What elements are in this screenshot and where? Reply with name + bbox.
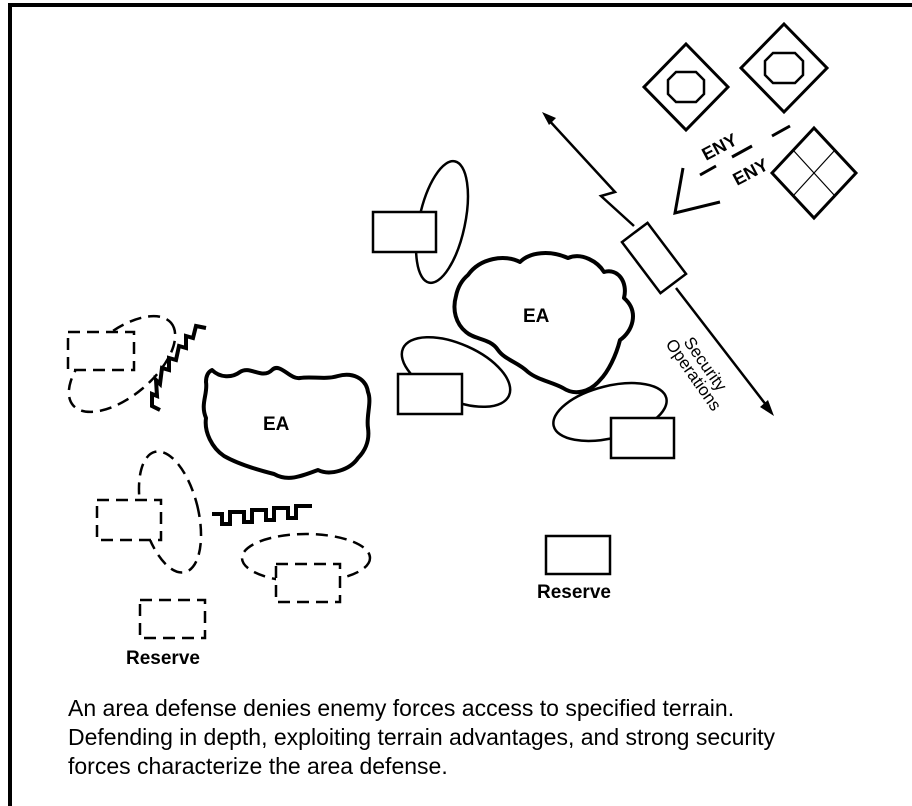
reserve-unit-right: [544, 534, 612, 576]
caption-line-1: An area defense denies enemy forces acce…: [68, 695, 735, 721]
reserve-label-right: Reserve: [537, 582, 611, 603]
enemy-unit-armor-1: [641, 41, 731, 133]
caption-line-3: forces characterize the area defense.: [68, 753, 448, 779]
security-unit: [620, 221, 688, 295]
obstacle-horizontal: [212, 504, 312, 526]
caption-line-2: Defending in depth, exploiting terrain a…: [68, 724, 776, 750]
frame-border-left: [8, 3, 12, 806]
enemy-axis-arrow: [673, 124, 791, 216]
engagement-area-right: [452, 251, 635, 395]
figure-caption: An area defense denies enemy forces acce…: [68, 694, 898, 781]
enemy-unit-armor-2: [738, 21, 830, 115]
obstacle-vertical: [150, 323, 207, 412]
battle-position-center: [396, 335, 512, 416]
reserve-unit-left: [138, 598, 207, 640]
security-operations-line: [545, 116, 771, 411]
planned-position-northwest: [66, 314, 177, 414]
planned-position-west: [95, 450, 203, 574]
battle-position-east: [552, 381, 676, 460]
reserve-label-left: Reserve: [126, 648, 200, 669]
enemy-label-2: ENY: [729, 154, 771, 189]
frame-border-top: [8, 3, 912, 7]
engagement-area-left: [201, 366, 372, 480]
enemy-label-1: ENY: [698, 129, 740, 164]
engagement-area-left-label: EA: [263, 414, 290, 435]
enemy-unit-infantry: [769, 125, 859, 221]
battle-position-north: [371, 159, 470, 285]
engagement-area-right-label: EA: [523, 306, 550, 327]
security-line-arrowheads: [542, 112, 774, 416]
planned-position-south: [240, 532, 372, 604]
